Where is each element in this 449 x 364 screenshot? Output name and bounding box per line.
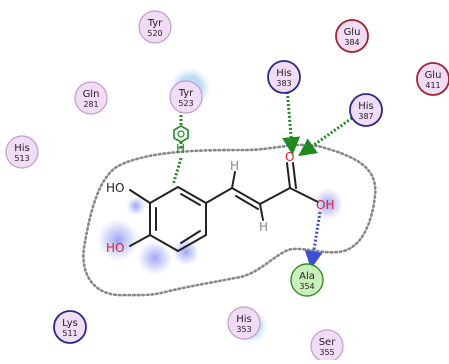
ring-bond (177, 186, 207, 204)
residue-circle (267, 60, 301, 94)
residue-number: 383 (276, 79, 291, 88)
binding-pocket-outline (82, 143, 377, 297)
hydroxyl-bond (129, 189, 151, 204)
hbond-his383 (282, 87, 301, 156)
residue-name: His (276, 68, 292, 79)
residue-number: 281 (83, 100, 98, 109)
h-bond-stick (259, 203, 264, 221)
pi-line (171, 157, 183, 186)
ring-double-bond (180, 193, 201, 206)
pi-ring-icon (173, 125, 189, 143)
hbond-his387 (298, 116, 353, 157)
residue-name: Tyr (147, 18, 163, 29)
residue-name: His (14, 143, 30, 154)
residue-circle (349, 93, 383, 127)
residue-circle (74, 81, 108, 115)
solvent-exposure-glows (96, 188, 344, 276)
residue-name: Glu (425, 70, 442, 81)
hydroxyl-bond (129, 234, 151, 247)
residue-name: Lys (62, 318, 78, 329)
carbonyl-double-bond (292, 162, 297, 189)
pi-ring-icon-inner (177, 130, 185, 138)
exposure-glow (172, 238, 200, 266)
residue-circle (5, 135, 39, 169)
residue-name: His (236, 314, 252, 325)
exposure-glow (137, 240, 173, 276)
residue-number: 511 (62, 329, 77, 338)
atom-label-ho-top: HO (106, 181, 124, 195)
residue-name: Tyr (178, 88, 194, 99)
residue-circle (335, 19, 369, 53)
residue-name: Ser (319, 337, 337, 348)
residue-number: 355 (319, 348, 334, 357)
residue-name: Glu (344, 27, 361, 38)
ring-bond (177, 234, 207, 252)
residue-number: 411 (425, 81, 440, 90)
atom-label-ho-bottom: HO (106, 241, 124, 255)
ring-bond (149, 234, 179, 252)
hbond-ala354 (304, 211, 323, 270)
ring-bond (149, 186, 179, 204)
residue-circle (53, 310, 87, 344)
chain-bond (205, 187, 233, 204)
exposure-glow (126, 196, 146, 216)
residue-number: 513 (14, 154, 29, 163)
residue-name: Ala (299, 271, 315, 282)
atom-label-h-upper: H (230, 159, 239, 173)
residue-number: 520 (147, 29, 162, 38)
pi-stacking-interaction (171, 111, 189, 186)
carbonyl-bond (286, 162, 291, 189)
residue-circle (138, 10, 172, 44)
atom-label-carbonyl-o: O (285, 150, 294, 164)
chain-bond (259, 187, 291, 205)
residue-circle (227, 306, 261, 340)
residue-circle (290, 263, 324, 297)
residue-circle (169, 80, 203, 114)
residue-number: 353 (236, 325, 251, 334)
residue-number: 387 (358, 112, 373, 121)
alkene-bond (231, 187, 261, 205)
alkene-double-bond (235, 195, 259, 210)
residue-name: His (358, 101, 374, 112)
residue-number: 354 (299, 282, 314, 291)
atom-label-h-lower: H (259, 220, 268, 234)
residue-name: Gln (83, 89, 100, 100)
residue-number: 523 (178, 99, 193, 108)
atom-label-h-ring: H (176, 142, 185, 156)
residue-circle (416, 62, 449, 96)
atom-label-acid-oh: OH (316, 198, 334, 212)
h-bond-stick (231, 171, 236, 189)
exposure-glow (96, 218, 140, 262)
ring-double-bond (180, 230, 201, 244)
ligand-structure (129, 162, 319, 252)
hydroxyl-bond (289, 187, 319, 203)
residue-number: 384 (344, 38, 359, 47)
